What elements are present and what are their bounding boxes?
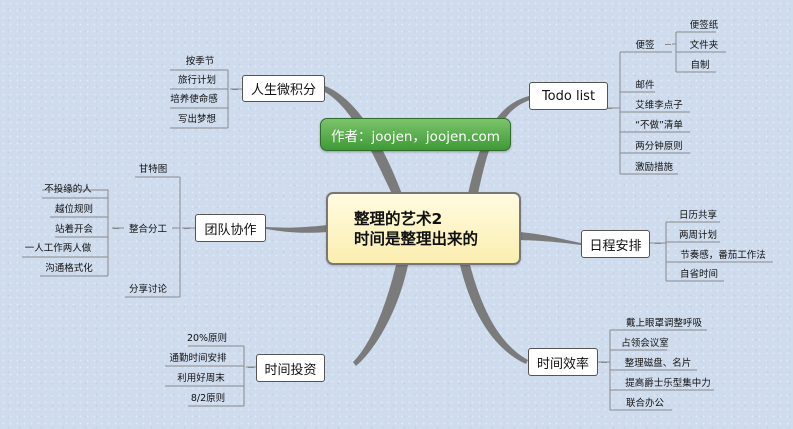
leaf-todo-item[interactable]: “不做”清单	[635, 120, 683, 131]
central-topic-line2: 时间是整理出来的	[354, 229, 479, 248]
leaf-schedule-item[interactable]: 节奏感，番茄工作法	[680, 250, 766, 261]
leaf-invest-item[interactable]: 通勤时间安排	[169, 353, 227, 364]
leaf-life-item[interactable]: 旅行计划	[177, 75, 216, 86]
leaf-life-item[interactable]: 按季节	[185, 56, 215, 67]
leaf-todo-item[interactable]: 两分钟原则	[635, 141, 683, 152]
collapse-toggle-invest[interactable]	[248, 367, 254, 368]
leaf-integrate-division[interactable]: 整合分工	[128, 224, 167, 235]
collapse-toggle-efficiency[interactable]	[601, 362, 607, 363]
leaf-todo-item[interactable]: 邮件	[635, 80, 655, 91]
leaf-invest-item[interactable]: 8/2原则	[190, 393, 226, 404]
leaf-share-discussion[interactable]: 分享讨论	[128, 284, 167, 295]
collapse-toggle-schedule[interactable]	[655, 243, 661, 244]
branch-todo-list[interactable]: Todo list	[529, 82, 608, 110]
collapse-toggle-integrate[interactable]	[113, 228, 119, 229]
leaf-integrate-item[interactable]: 站着开会	[54, 224, 93, 235]
leaf-sticky-item[interactable]: 便签纸	[689, 20, 719, 31]
leaf-efficiency-item[interactable]: 戴上眼罩调整呼吸	[625, 318, 702, 329]
collapse-toggle-team[interactable]	[184, 228, 190, 229]
leaf-efficiency-item[interactable]: 提高爵士乐型集中力	[625, 378, 711, 389]
leaf-invest-item[interactable]: 利用好周末	[177, 373, 225, 384]
branch-schedule[interactable]: 日程安排	[581, 230, 650, 258]
leaf-integrate-item[interactable]: 一人工作两人做	[24, 243, 92, 254]
collapse-toggle-sticky[interactable]	[665, 44, 671, 45]
leaf-schedule-item[interactable]: 自省时间	[679, 269, 718, 280]
leaf-efficiency-item[interactable]: 联合办公	[625, 398, 664, 409]
branch-team-collaboration[interactable]: 团队协作	[195, 214, 266, 242]
author-badge[interactable]: 作者：joojen，joojen.com	[320, 118, 511, 151]
central-topic-line1: 整理的艺术2	[354, 209, 443, 228]
leaf-sticky[interactable]: 便签	[635, 40, 655, 51]
leaf-integrate-item[interactable]: 沟通格式化	[45, 263, 93, 274]
collapse-toggle-todo[interactable]	[606, 108, 612, 109]
branch-life-calculus[interactable]: 人生微积分	[242, 75, 325, 102]
leaf-invest-item[interactable]: 20%原则	[186, 333, 228, 344]
leaf-todo-item[interactable]: 艾维李点子	[635, 100, 683, 111]
leaf-schedule-item[interactable]: 两周计划	[678, 230, 717, 241]
branch-time-efficiency[interactable]: 时间效率	[528, 348, 598, 376]
leaf-schedule-item[interactable]: 日历共享	[678, 210, 717, 221]
leaf-integrate-item[interactable]: 越位规则	[54, 204, 93, 215]
leaf-efficiency-item[interactable]: 占领会议室	[621, 338, 669, 349]
leaf-sticky-item[interactable]: 自制	[690, 60, 710, 71]
leaf-gantt-chart[interactable]: 甘特图	[138, 164, 168, 175]
leaf-life-item[interactable]: 写出梦想	[177, 114, 216, 125]
central-topic[interactable]: 整理的艺术2 时间是整理出来的	[326, 192, 521, 265]
leaf-sticky-item[interactable]: 文件夹	[689, 40, 719, 51]
branch-time-investment[interactable]: 时间投资	[256, 354, 325, 382]
collapse-toggle-life[interactable]	[232, 89, 238, 90]
leaf-life-item[interactable]: 培养使命感	[170, 94, 218, 105]
leaf-integrate-item[interactable]: 不投缘的人	[44, 184, 92, 195]
leaf-todo-item[interactable]: 激励措施	[634, 162, 673, 173]
leaf-efficiency-item[interactable]: 整理磁盘、名片	[624, 358, 692, 369]
